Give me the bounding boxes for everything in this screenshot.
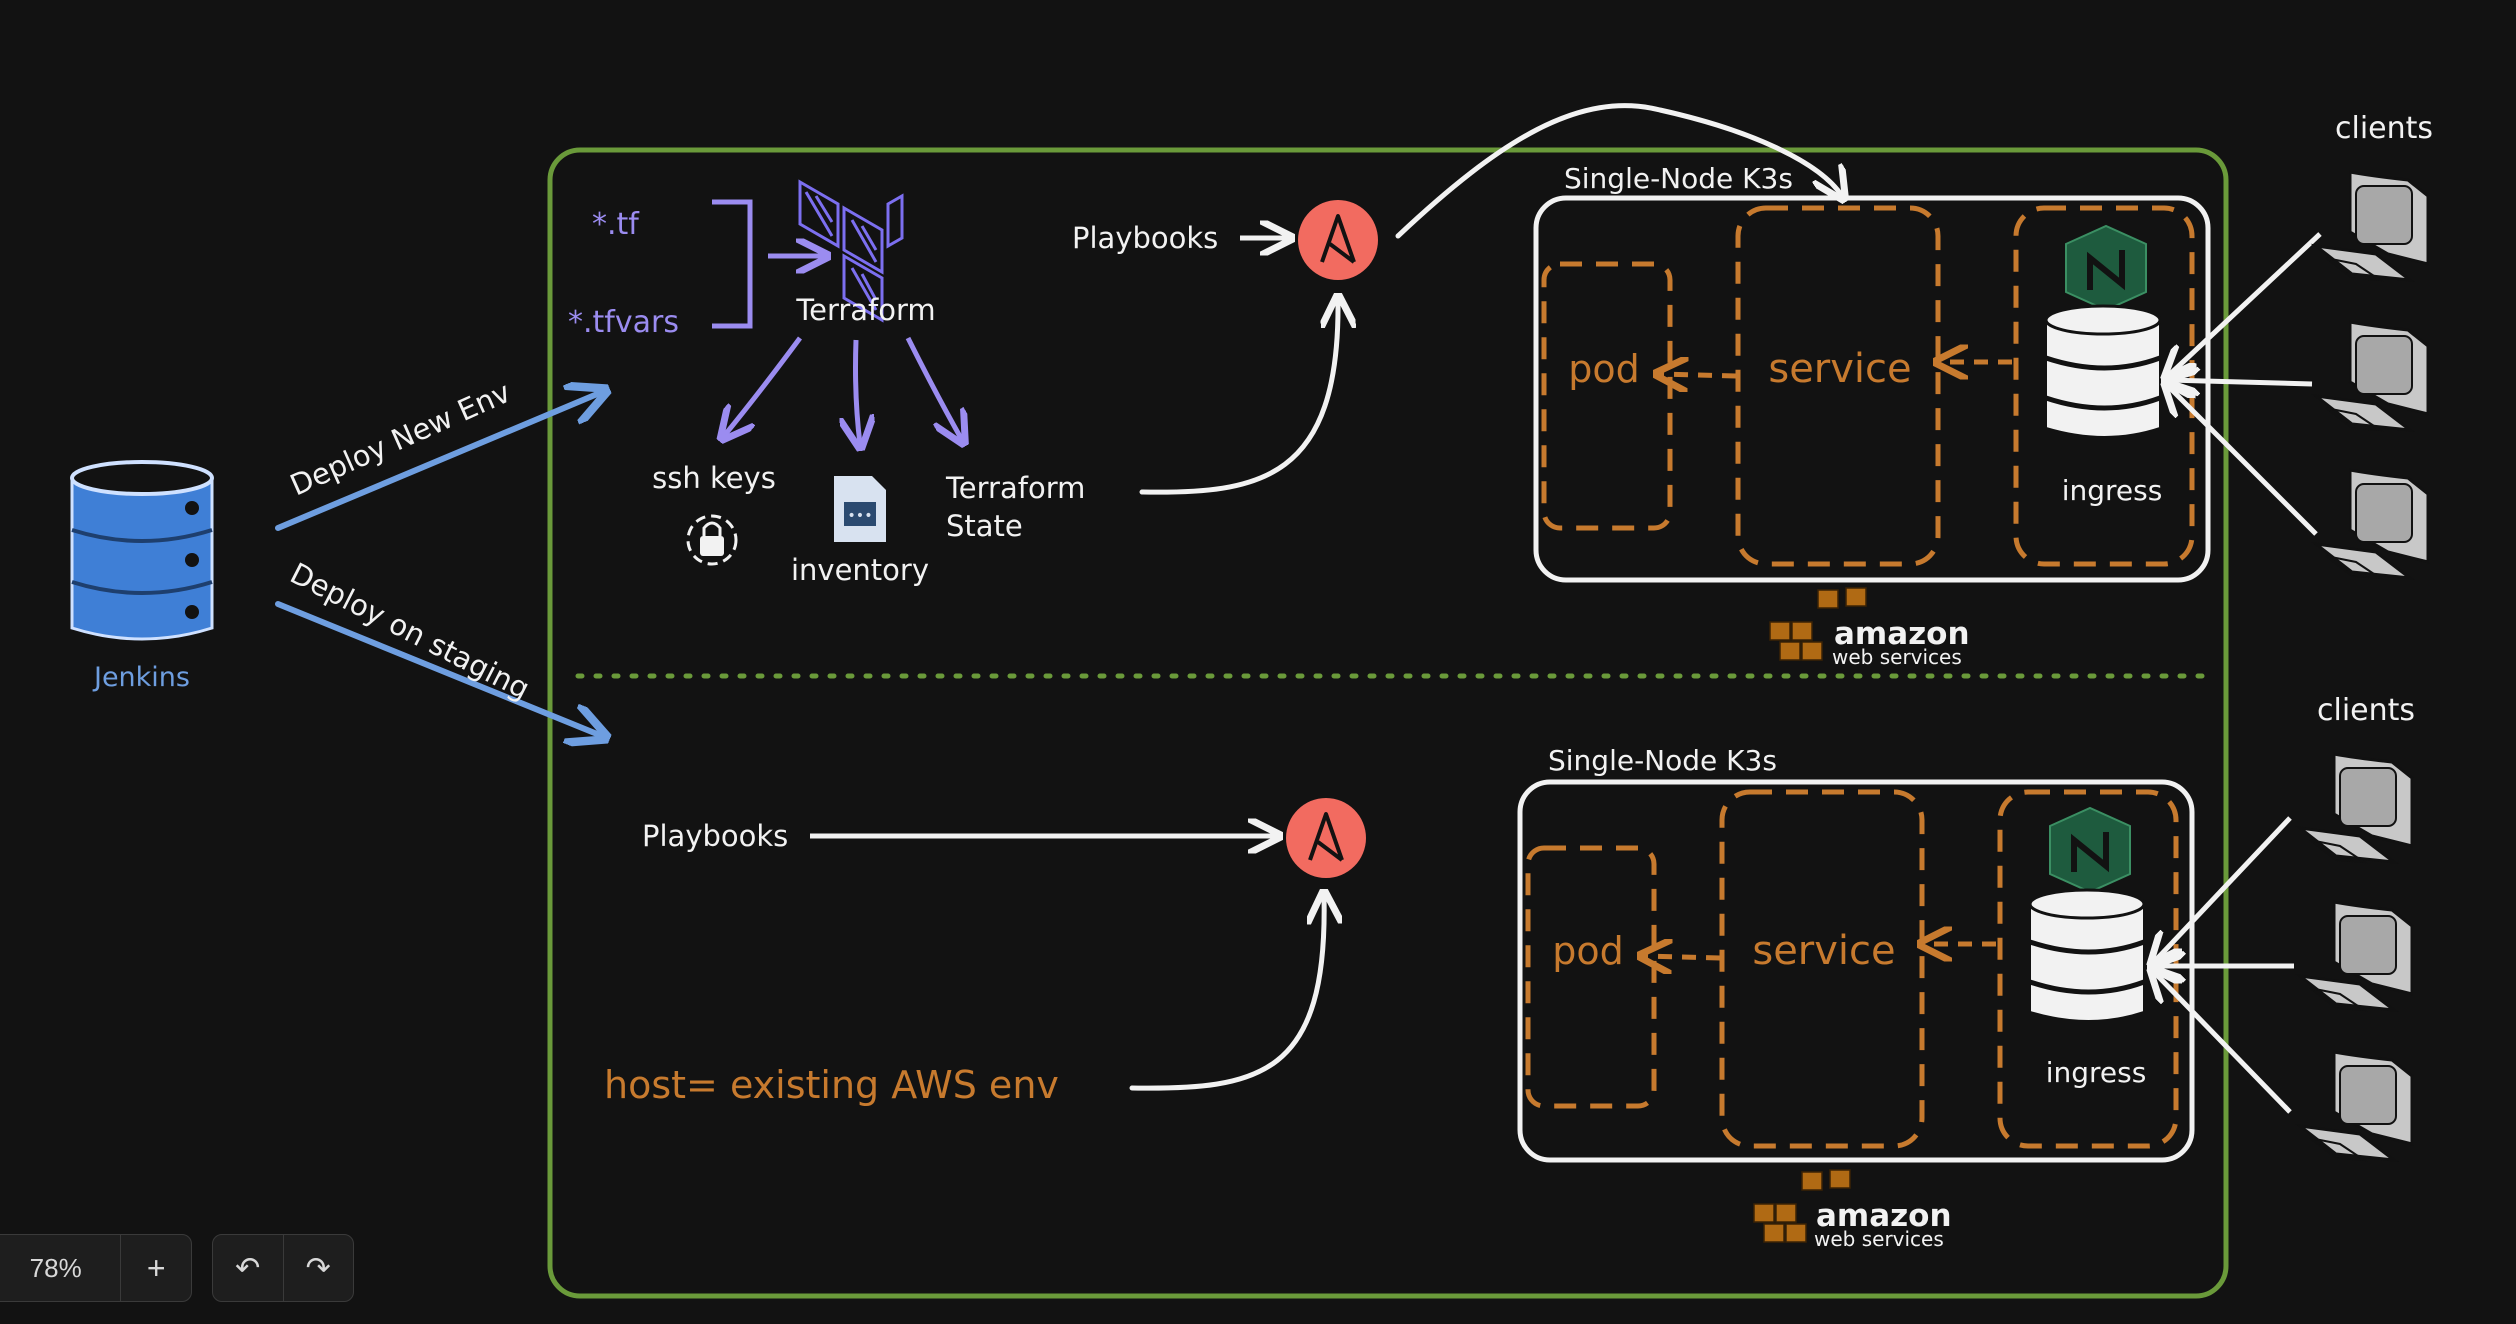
history-toolbar: ↶ ↷ — [212, 1234, 354, 1302]
bottom-clients-label: clients — [2317, 693, 2415, 728]
toolbar-divider — [282, 1235, 284, 1301]
terraform-label: Terraform — [795, 293, 935, 327]
bottom-client-computer-icon-3[interactable] — [2294, 1050, 2414, 1163]
terraform-to-ssh-arrow — [724, 336, 803, 436]
jenkins-label: Jenkins — [92, 662, 190, 693]
tf-files-bracket — [712, 199, 753, 329]
terraform-state-label-2: State — [946, 509, 1023, 543]
environment-frame[interactable] — [547, 147, 2229, 1299]
bottom-aws-logo — [1753, 1169, 1851, 1243]
bottom-aws-label-2: web services — [1814, 1227, 1944, 1251]
bottom-aws-label-1: amazon — [1816, 1198, 1952, 1234]
terraform-to-state-arrow — [905, 336, 962, 440]
bottom-service-label: service — [1752, 928, 1895, 974]
bottom-pod-box[interactable] — [1525, 845, 1657, 1109]
state-to-ansible-arrow — [1139, 300, 1338, 495]
terraform-icon[interactable] — [798, 179, 904, 323]
host-existing-aws-env-label: host= existing AWS env — [604, 1063, 1059, 1107]
bottom-ansible-icon[interactable] — [1286, 798, 1366, 878]
top-client-computer-icon-2[interactable] — [2310, 320, 2430, 433]
toolbar-divider — [120, 1235, 122, 1301]
deploy-new-env-arrow[interactable] — [275, 392, 602, 531]
bottom-clients-arrows — [2154, 816, 2294, 1114]
top-cluster-title: Single-Node K3s — [1564, 162, 1793, 195]
top-ingress-label: ingress — [2062, 474, 2163, 507]
tfvars-files-label: *.tfvars — [568, 305, 679, 340]
bottom-service-to-pod-arrow — [1644, 956, 1721, 958]
top-service-label: service — [1768, 346, 1911, 392]
bottom-ingress-label: ingress — [2046, 1056, 2147, 1089]
top-k3s-cluster[interactable] — [1533, 195, 2211, 583]
undo-button[interactable]: ↶ — [235, 1251, 261, 1285]
top-ansible-icon[interactable] — [1298, 200, 1378, 280]
inventory-file-icon: ••• — [834, 476, 886, 542]
top-service-box[interactable] — [1735, 205, 1941, 567]
bottom-k3s-cluster[interactable] — [1517, 779, 2195, 1163]
inventory-label: inventory — [791, 553, 929, 587]
top-client-computer-icon-1[interactable] — [2310, 170, 2430, 283]
zoom-toolbar: 78% + — [0, 1234, 192, 1302]
tf-files-label: *.tf — [592, 207, 640, 242]
deploy-on-staging-arrow[interactable] — [275, 601, 602, 736]
svg-text:•••: ••• — [847, 508, 872, 524]
zoom-level[interactable]: 78% — [29, 1252, 82, 1283]
zoom-in-button[interactable]: + — [146, 1249, 166, 1286]
top-aws-label-2: web services — [1832, 645, 1962, 669]
redo-button[interactable]: ↷ — [305, 1251, 331, 1285]
top-pod-box[interactable] — [1541, 261, 1673, 531]
host-to-ansible-arrow — [1129, 896, 1324, 1091]
bottom-client-computer-icon-1[interactable] — [2294, 752, 2414, 865]
top-aws-logo — [1769, 587, 1867, 661]
ssh-key-icon — [686, 514, 738, 566]
top-client-computer-icon-3[interactable] — [2310, 468, 2430, 581]
bottom-pod-label: pod — [1552, 929, 1624, 973]
top-playbooks-label: Playbooks — [1072, 221, 1218, 255]
bottom-cluster-title: Single-Node K3s — [1548, 744, 1777, 777]
jenkins-database-icon[interactable] — [70, 460, 214, 641]
top-clients-arrows — [2168, 232, 2322, 536]
deploy-new-env-label: Deploy New Env — [285, 375, 515, 503]
terraform-to-inventory-arrow — [856, 339, 861, 444]
ansible-to-cluster-arrow — [1395, 103, 1842, 239]
bottom-ingress-icon[interactable] — [2028, 806, 2146, 1022]
bottom-service-box[interactable] — [1719, 789, 1925, 1149]
top-service-to-pod-arrow — [1660, 374, 1737, 376]
top-pod-label: pod — [1568, 347, 1640, 391]
bottom-client-computer-icon-2[interactable] — [2294, 900, 2414, 1013]
top-clients-label: clients — [2335, 111, 2433, 146]
bottom-playbooks-label: Playbooks — [642, 819, 788, 853]
top-ingress-icon[interactable] — [2044, 224, 2162, 438]
terraform-state-label-1: Terraform — [945, 471, 1085, 505]
ssh-keys-label: ssh keys — [652, 461, 776, 495]
top-aws-label-1: amazon — [1834, 616, 1970, 652]
deploy-on-staging-label: Deploy on staging — [285, 556, 535, 706]
